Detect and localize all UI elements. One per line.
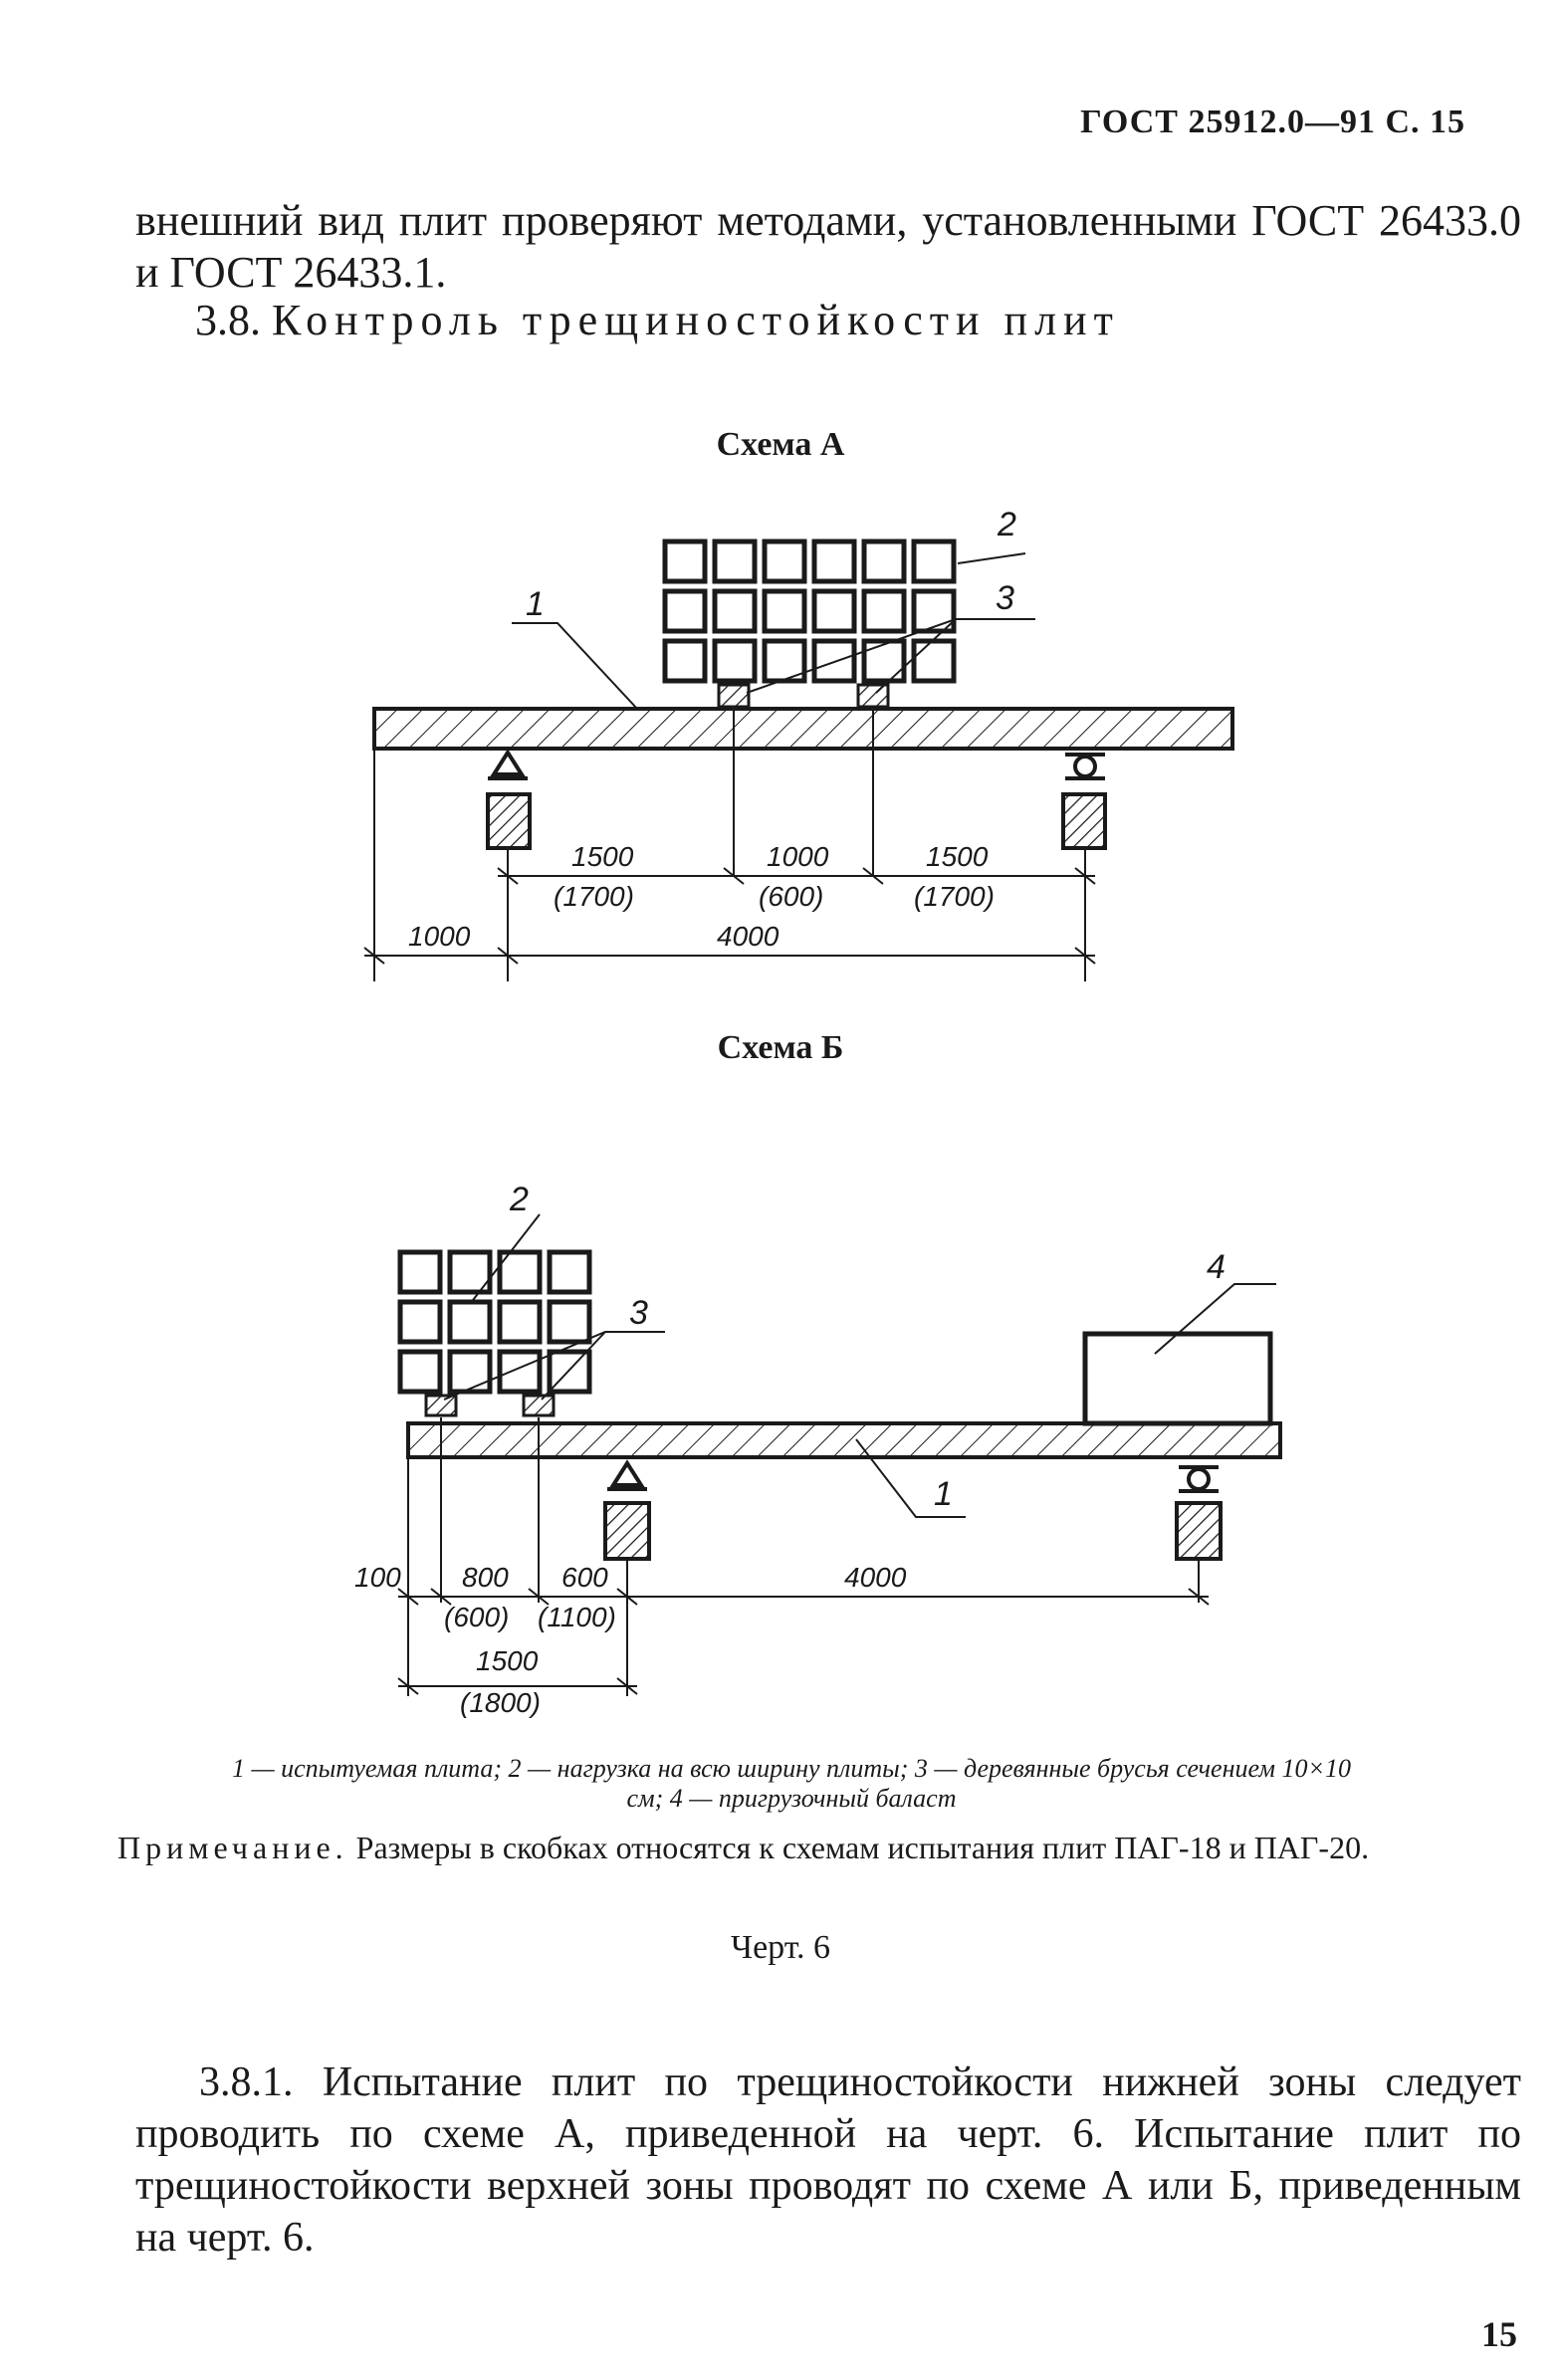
- scheme-a-dim-1000-overhang: 1000: [408, 921, 471, 952]
- scheme-a-dim-1700-right: (1700): [914, 881, 995, 912]
- scheme-a-caption: Схема А: [716, 426, 845, 463]
- scheme-a-callout-3: 3: [996, 579, 1014, 617]
- scheme-a-bar-left: [717, 683, 751, 709]
- scheme-b-dim-800: 800: [462, 1562, 509, 1593]
- scheme-a-bar-right: [856, 683, 890, 709]
- scheme-b-diagram: 2 3 4 1 100 800 (600) 600 (1100) 4000 15…: [354, 1181, 1282, 1718]
- section-number: 3.8.: [195, 296, 261, 344]
- scheme-a-dim-600-mid: (600): [759, 881, 823, 912]
- section-title: Контроль трещиностойкости плит: [272, 296, 1120, 344]
- scheme-a-support-right: [1061, 753, 1107, 850]
- scheme-a-load-blocks: [662, 539, 957, 684]
- scheme-a-support-left: [486, 749, 532, 850]
- scheme-b-caption: Схема Б: [717, 1029, 844, 1066]
- scheme-b-support-left: [603, 1459, 651, 1561]
- scheme-a-callout-1: 1: [526, 585, 545, 623]
- scheme-b-bar-right: [522, 1394, 556, 1417]
- scheme-b-support-right: [1175, 1465, 1223, 1561]
- scheme-a-leaders: [512, 552, 1035, 710]
- note-label: Примечание.: [117, 1830, 348, 1865]
- scheme-a-extension-lines: [373, 709, 1086, 981]
- scheme-a-slab: [372, 707, 1234, 751]
- figure-note: Примечание. Размеры в скобках относятся …: [117, 1828, 1521, 1867]
- page-number: 15: [1481, 2314, 1517, 2354]
- scheme-a-dim-1500-left: 1500: [571, 841, 634, 872]
- scheme-b-callout-3: 3: [629, 1294, 648, 1332]
- paragraph-3-8-1: 3.8.1. Испытание плит по трещиностойкост…: [135, 2059, 1521, 2261]
- scheme-b-dim-600: 600: [561, 1562, 608, 1593]
- scheme-b-leaders: [443, 1213, 1276, 1518]
- scheme-b-callout-4: 4: [1207, 1248, 1226, 1286]
- scheme-b-load-blocks: [397, 1249, 592, 1395]
- scheme-b-callout-1: 1: [934, 1475, 953, 1513]
- figure-label: Черт. 6: [730, 1929, 831, 1966]
- scheme-b-dim-1100-alt: (1100): [538, 1602, 616, 1632]
- scheme-a-callout-2: 2: [997, 506, 1016, 543]
- intro-paragraph: внешний вид плит проверяют методами, уст…: [135, 196, 1521, 297]
- scheme-b-extension-lines: [407, 1417, 1200, 1696]
- scheme-a-diagram: 2 1 3 1500 (1700) 1000 (600) 1500 (1700)…: [363, 506, 1234, 981]
- scheme-b-dimension-lines: [397, 1588, 1210, 1695]
- scheme-b-bar-left: [424, 1394, 458, 1417]
- scheme-b-callout-2: 2: [509, 1181, 529, 1218]
- scheme-b-ballast: [1082, 1331, 1273, 1426]
- scheme-b-slab: [406, 1421, 1282, 1459]
- scheme-b-dim-4000: 4000: [844, 1562, 907, 1593]
- scheme-a-dim-1500-right: 1500: [926, 841, 989, 872]
- scheme-a-dim-1000-mid: 1000: [767, 841, 829, 872]
- scheme-a-dim-1700-left: (1700): [554, 881, 634, 912]
- scheme-a-dimension-lines: [363, 867, 1096, 965]
- scheme-a-dim-4000-span: 4000: [717, 921, 780, 952]
- scheme-b-dim-1800-alt: (1800): [460, 1687, 541, 1718]
- scheme-b-dim-100: 100: [354, 1562, 401, 1593]
- section-heading: 3.8. Контроль трещиностойкости плит: [195, 295, 1561, 346]
- figure-legend: 1 — испытуемая плита; 2 — нагрузка на вс…: [231, 1754, 1352, 1813]
- note-text: Размеры в скобках относятся к схемам исп…: [355, 1830, 1370, 1865]
- scheme-b-dim-1500: 1500: [476, 1645, 539, 1676]
- document-header: ГОСТ 25912.0—91 С. 15: [1080, 104, 1465, 140]
- scheme-b-dim-600-alt: (600): [444, 1602, 509, 1632]
